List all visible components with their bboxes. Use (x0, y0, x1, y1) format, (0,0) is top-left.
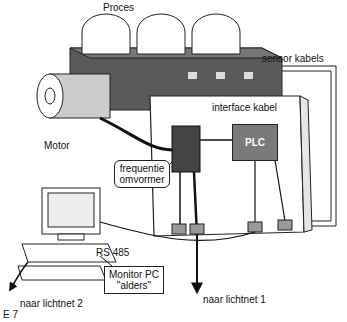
pc-monitor (42, 188, 100, 234)
process-tank (192, 14, 240, 54)
label-text: RS 485 (96, 247, 129, 258)
label-text: naar lichtnet 2 (20, 298, 83, 309)
wire (179, 172, 181, 226)
wire (275, 160, 285, 221)
pc-keyboard (18, 266, 106, 280)
process-tank (137, 14, 185, 54)
sensor-symbol (188, 72, 197, 79)
pc-screen (48, 193, 94, 227)
label-text: sensor kabels (262, 53, 324, 64)
rs485-cable (100, 222, 255, 241)
node-text: PLC (245, 137, 265, 148)
callout-box: Monitor PC "alders" (104, 266, 164, 294)
node-text: frequentie omvormer (118, 163, 166, 185)
interface-cable (200, 139, 232, 141)
connector (172, 224, 186, 234)
wire (254, 160, 255, 226)
label-text: interface kabel (212, 102, 277, 113)
label-text: Proces (103, 2, 134, 13)
process-tank (82, 14, 130, 54)
label-text: naar lichtnet 1 (203, 294, 266, 305)
sensor-symbol (244, 72, 253, 79)
plc-box: PLC (232, 124, 278, 161)
cabinet-side (300, 96, 312, 232)
label-text: Motor (44, 140, 70, 151)
node-text: Monitor PC "alders" (108, 269, 160, 291)
control-cabinet (150, 96, 304, 236)
frequency-converter (172, 126, 200, 172)
connector (278, 220, 292, 230)
callout-box: frequentie omvormer (114, 160, 170, 188)
motor-end (37, 74, 63, 118)
sensor-symbol (216, 72, 225, 79)
motor-shaft (45, 88, 55, 104)
connector (190, 224, 204, 234)
mains-arrow (196, 236, 198, 292)
pc-stand (58, 234, 84, 240)
mains-arrow (10, 262, 28, 290)
label-text: E 7 (3, 309, 18, 320)
motor-cable (100, 118, 172, 150)
connector (248, 222, 262, 232)
